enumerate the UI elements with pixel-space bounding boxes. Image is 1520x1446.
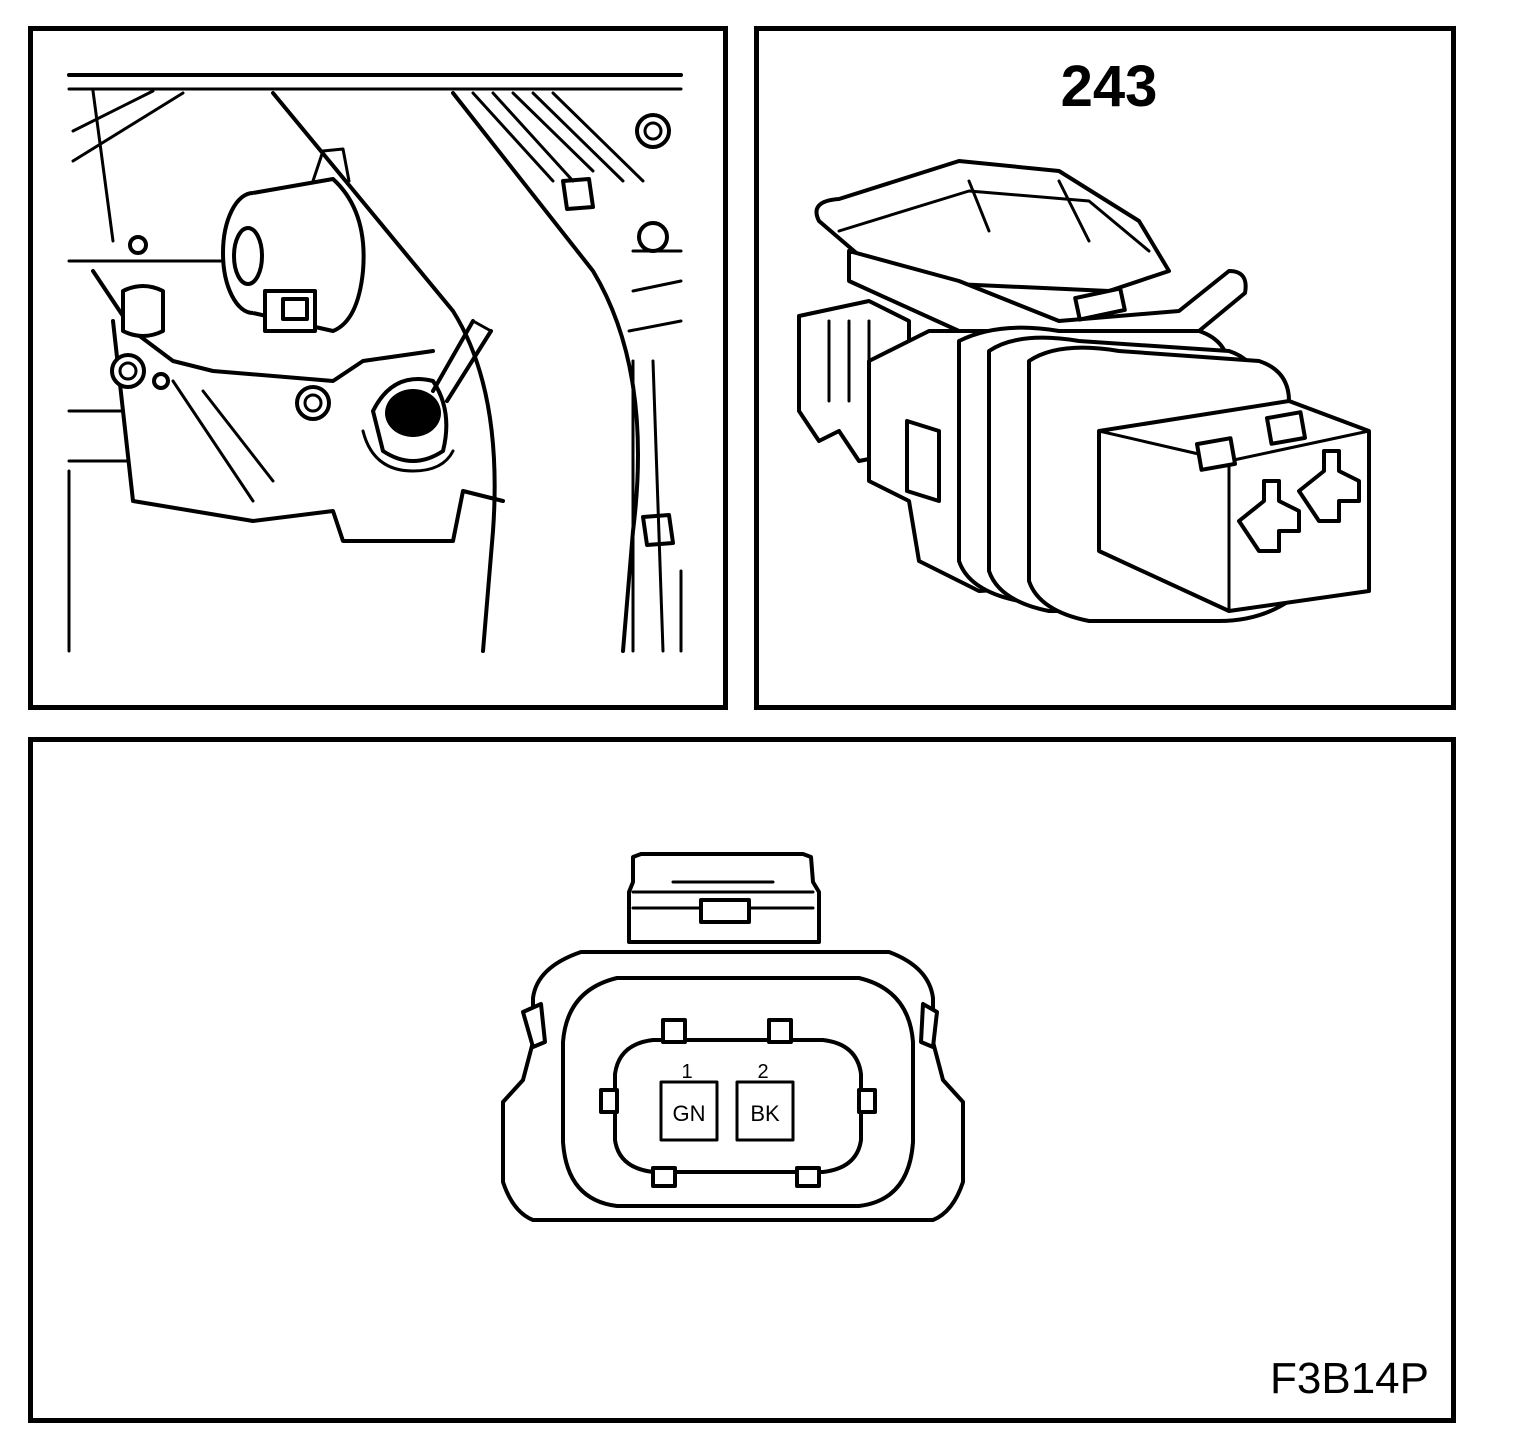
pin-1: 1 GN — [659, 1061, 719, 1142]
pin-2-color: BK — [750, 1101, 780, 1126]
connector-perspective-illustration — [797, 159, 1371, 623]
connector-perspective-panel: 243 — [754, 26, 1456, 710]
engine-bay-illustration — [67, 73, 683, 653]
pin-2-number: 2 — [757, 1061, 768, 1083]
connector-face-panel: 1 GN 2 BK F3B14P — [28, 737, 1456, 1423]
pin-2: 2 BK — [735, 1061, 795, 1142]
location-view-panel — [28, 26, 728, 710]
connector-face-illustration: 1 GN 2 BK — [501, 852, 965, 1222]
connector-id-label: 243 — [1060, 54, 1158, 119]
figure-code: F3B14P — [1270, 1354, 1429, 1403]
pin-1-number: 1 — [681, 1061, 692, 1083]
pin-1-color: GN — [673, 1101, 706, 1126]
